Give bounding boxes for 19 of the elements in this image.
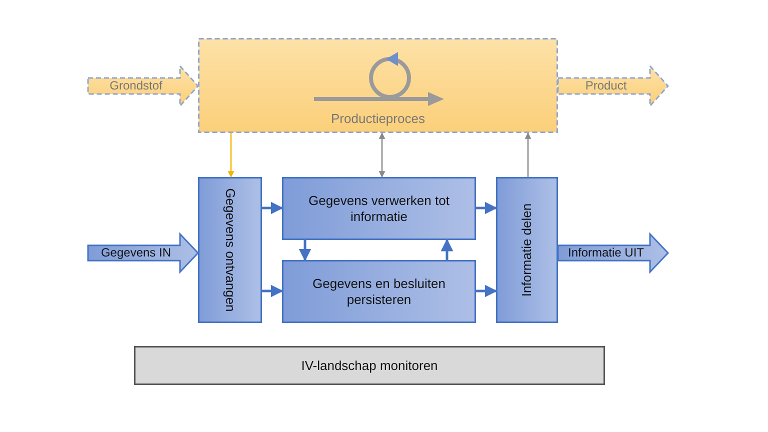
connector-arrow (440, 238, 454, 260)
connector-arrow (524, 132, 532, 177)
connector-arrow (476, 284, 498, 298)
connector-arrow (262, 284, 284, 298)
node-label: Gegevens en besluiten persisteren (312, 275, 446, 308)
node-label: Informatie delen (518, 203, 535, 297)
node-label: Gegevens IN (100, 246, 172, 260)
node-label: Productieproces (330, 110, 426, 127)
connector-arrow (378, 132, 386, 178)
connector-arrow (298, 240, 312, 262)
node-label: Gegevens verwerken tot informatie (308, 192, 450, 225)
node-label: Grondstof (108, 78, 164, 94)
connector-arrow (476, 202, 498, 214)
connector-arrow (262, 202, 284, 214)
node-label: Informatie UIT (566, 246, 646, 260)
node-label: IV-landschap monitoren (300, 357, 439, 374)
connector-arrow (228, 133, 234, 178)
node-label: Gegevens ontvangen (222, 188, 238, 312)
node-label: Product (584, 78, 628, 94)
